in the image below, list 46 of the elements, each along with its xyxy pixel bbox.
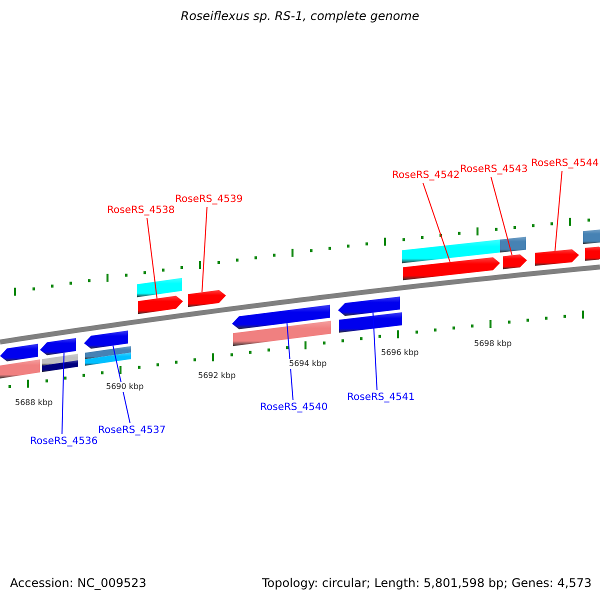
title: Roseiflexus sp. RS-1, complete genome	[180, 10, 420, 22]
leader-line	[554, 170, 562, 252]
gene-feature	[138, 296, 183, 314]
leader-line	[422, 182, 450, 262]
footer-text: Topology: circular; Length: 5,801,598 bp; Genes: 4,573	[262, 576, 592, 590]
gene-bar	[500, 236, 526, 252]
gene-label: RoseRS_4543	[460, 164, 528, 176]
gene-feature	[503, 254, 527, 270]
leader-line	[372, 312, 378, 390]
gene-bar	[233, 320, 331, 346]
gene-feature	[338, 296, 400, 316]
gene-label: RoseRS_4540	[260, 402, 328, 414]
gene-label: RoseRS_4536	[30, 436, 98, 448]
scale-label: 5696 kbp	[381, 348, 419, 358]
gene-label: RoseRS_4538	[107, 205, 175, 217]
gene-feature	[40, 338, 76, 356]
gene-feature	[188, 290, 226, 308]
gene-bar	[0, 359, 40, 378]
gene-feature	[585, 246, 600, 261]
leader-line	[112, 345, 130, 424]
gene-bar	[137, 278, 182, 298]
footer-text: Accession: NC_009523	[10, 576, 146, 590]
gene-label: RoseRS_4541	[347, 392, 415, 404]
gene-feature	[0, 344, 38, 362]
leader-line	[62, 352, 64, 434]
scale-label: 5698 kbp	[474, 339, 512, 349]
leader-line	[286, 322, 294, 400]
gene-bar	[42, 354, 78, 372]
gene-feature	[84, 330, 128, 349]
gene-bar	[583, 230, 600, 244]
scale-label: 5688 kbp	[15, 398, 53, 408]
gene-label: RoseRS_4542	[392, 170, 460, 182]
gene-feature	[403, 257, 500, 280]
scale-label: 5690 kbp	[106, 382, 144, 392]
gene-label: RoseRS_4537	[98, 425, 166, 437]
gene-bar	[85, 346, 131, 366]
leader-line	[202, 206, 208, 293]
scale-label: 5692 kbp	[198, 371, 236, 381]
leader-line	[146, 218, 158, 299]
gene-bar	[339, 312, 402, 333]
gene-feature	[535, 249, 579, 266]
leader-line	[490, 176, 512, 256]
gene-label: RoseRS_4544	[531, 158, 599, 170]
gene-feature	[232, 304, 330, 330]
gene-label: RoseRS_4539	[175, 194, 243, 206]
scale-label: 5694 kbp	[289, 359, 327, 369]
